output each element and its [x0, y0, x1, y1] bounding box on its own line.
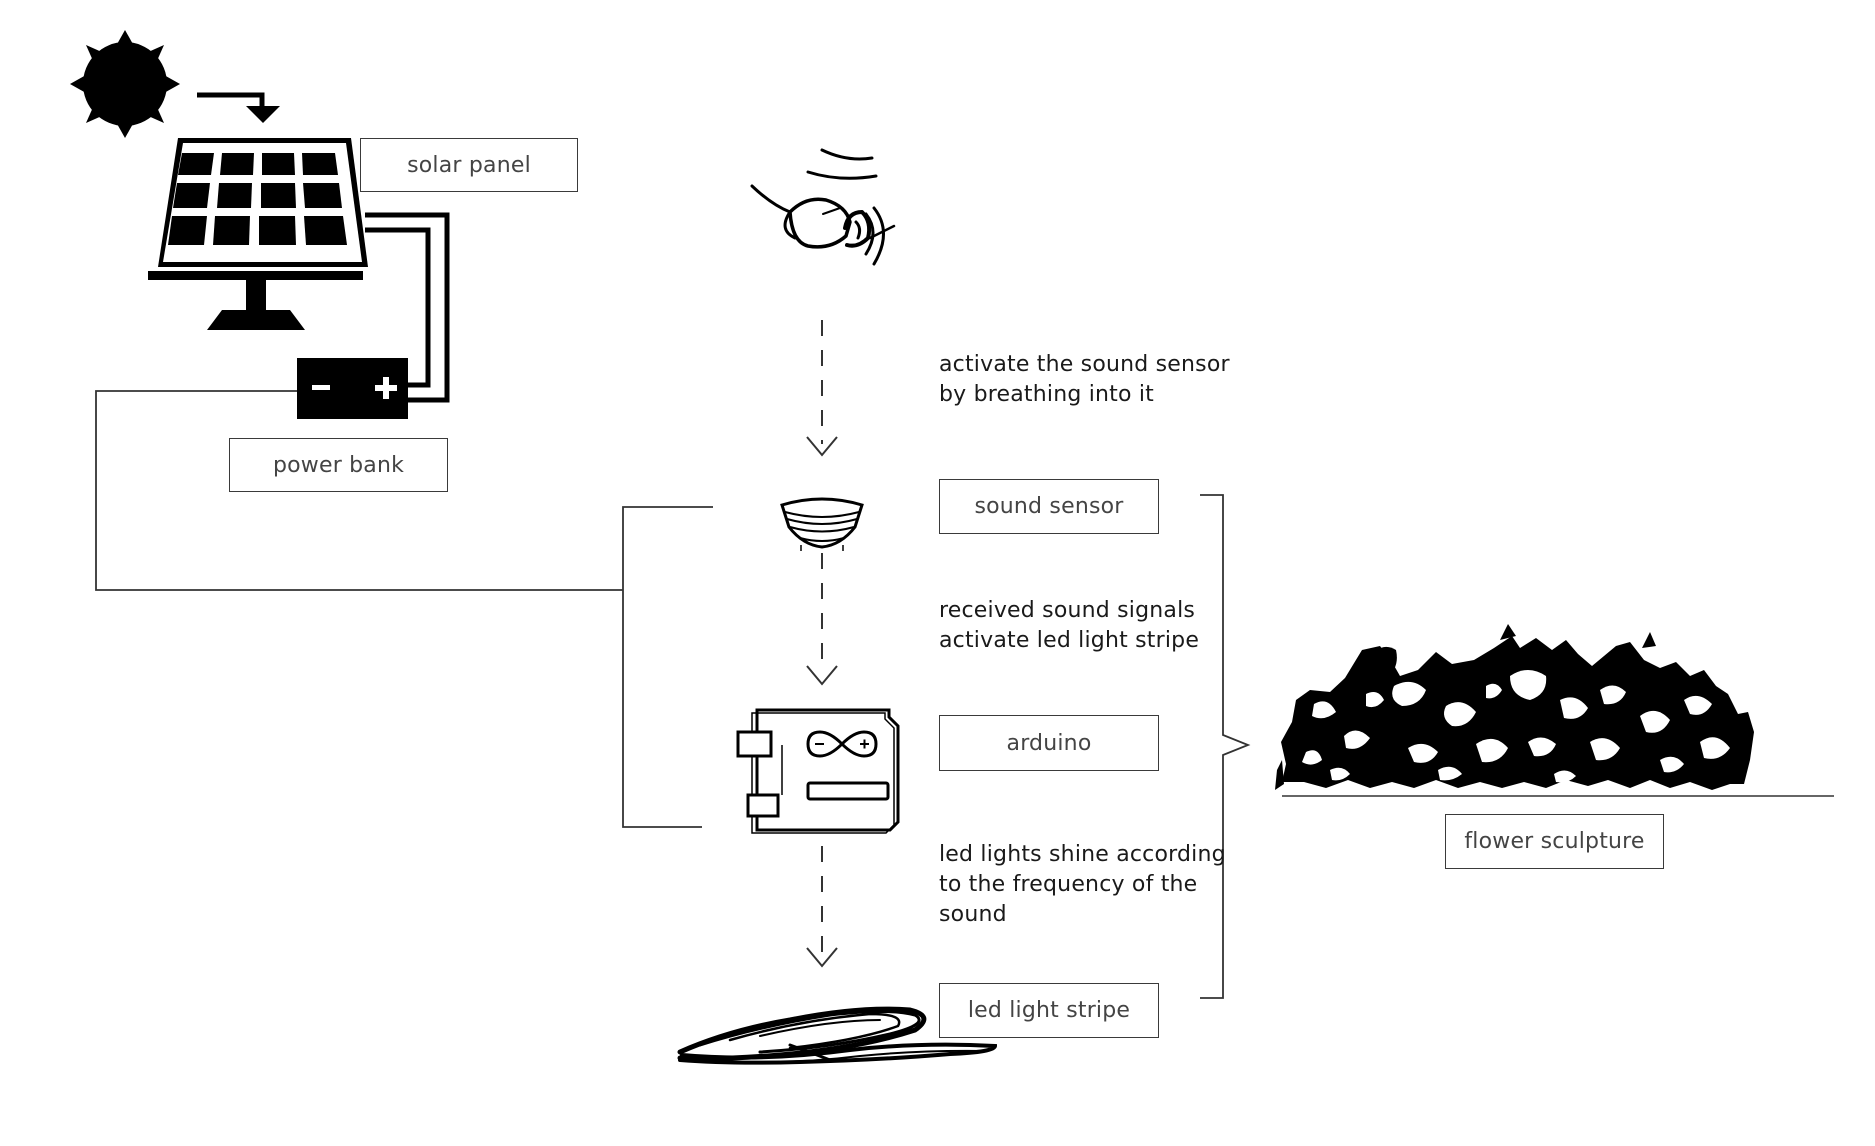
sound-sensor-label: sound sensor — [939, 479, 1159, 534]
power-bank-label: power bank — [229, 438, 448, 492]
flower-sculpture-icon — [1275, 624, 1834, 797]
solar-panel-label: solar panel — [360, 138, 578, 192]
sun-icon — [70, 30, 180, 138]
flow-arrow-1 — [806, 320, 838, 457]
breathing-person-icon — [750, 148, 896, 266]
step-note-line: by breathing into it — [939, 382, 1154, 407]
grouping-bracket — [1200, 494, 1251, 999]
solar-panel-icon — [148, 138, 368, 330]
step-note-signals: received sound signals activate led ligh… — [939, 596, 1199, 656]
panel-cable — [365, 212, 450, 403]
step-note-line: activate led light stripe — [939, 628, 1200, 653]
flow-arrow-2 — [806, 553, 838, 686]
flower-sculpture-label: flower sculpture — [1445, 814, 1664, 869]
flow-arrow-3 — [806, 846, 838, 968]
power-wire — [95, 390, 713, 828]
sound-sensor-icon — [780, 497, 864, 551]
step-note-line: received sound signals — [939, 598, 1196, 623]
led-light-stripe-label: led light stripe — [939, 983, 1159, 1038]
step-note-line: activate the sound sensor — [939, 352, 1230, 377]
step-note-line: led lights shine according — [939, 842, 1226, 867]
arduino-board-icon — [736, 708, 900, 834]
battery-icon — [297, 358, 408, 419]
arduino-label: arduino — [939, 715, 1159, 771]
sunlight-arrow-icon — [197, 92, 280, 123]
step-note-led: led lights shine according to the freque… — [939, 840, 1226, 930]
led-strip-icon — [677, 1006, 998, 1065]
step-note-line: sound — [939, 902, 1007, 927]
step-note-breathe: activate the sound sensor by breathing i… — [939, 350, 1230, 410]
step-note-line: to the frequency of the — [939, 872, 1198, 897]
